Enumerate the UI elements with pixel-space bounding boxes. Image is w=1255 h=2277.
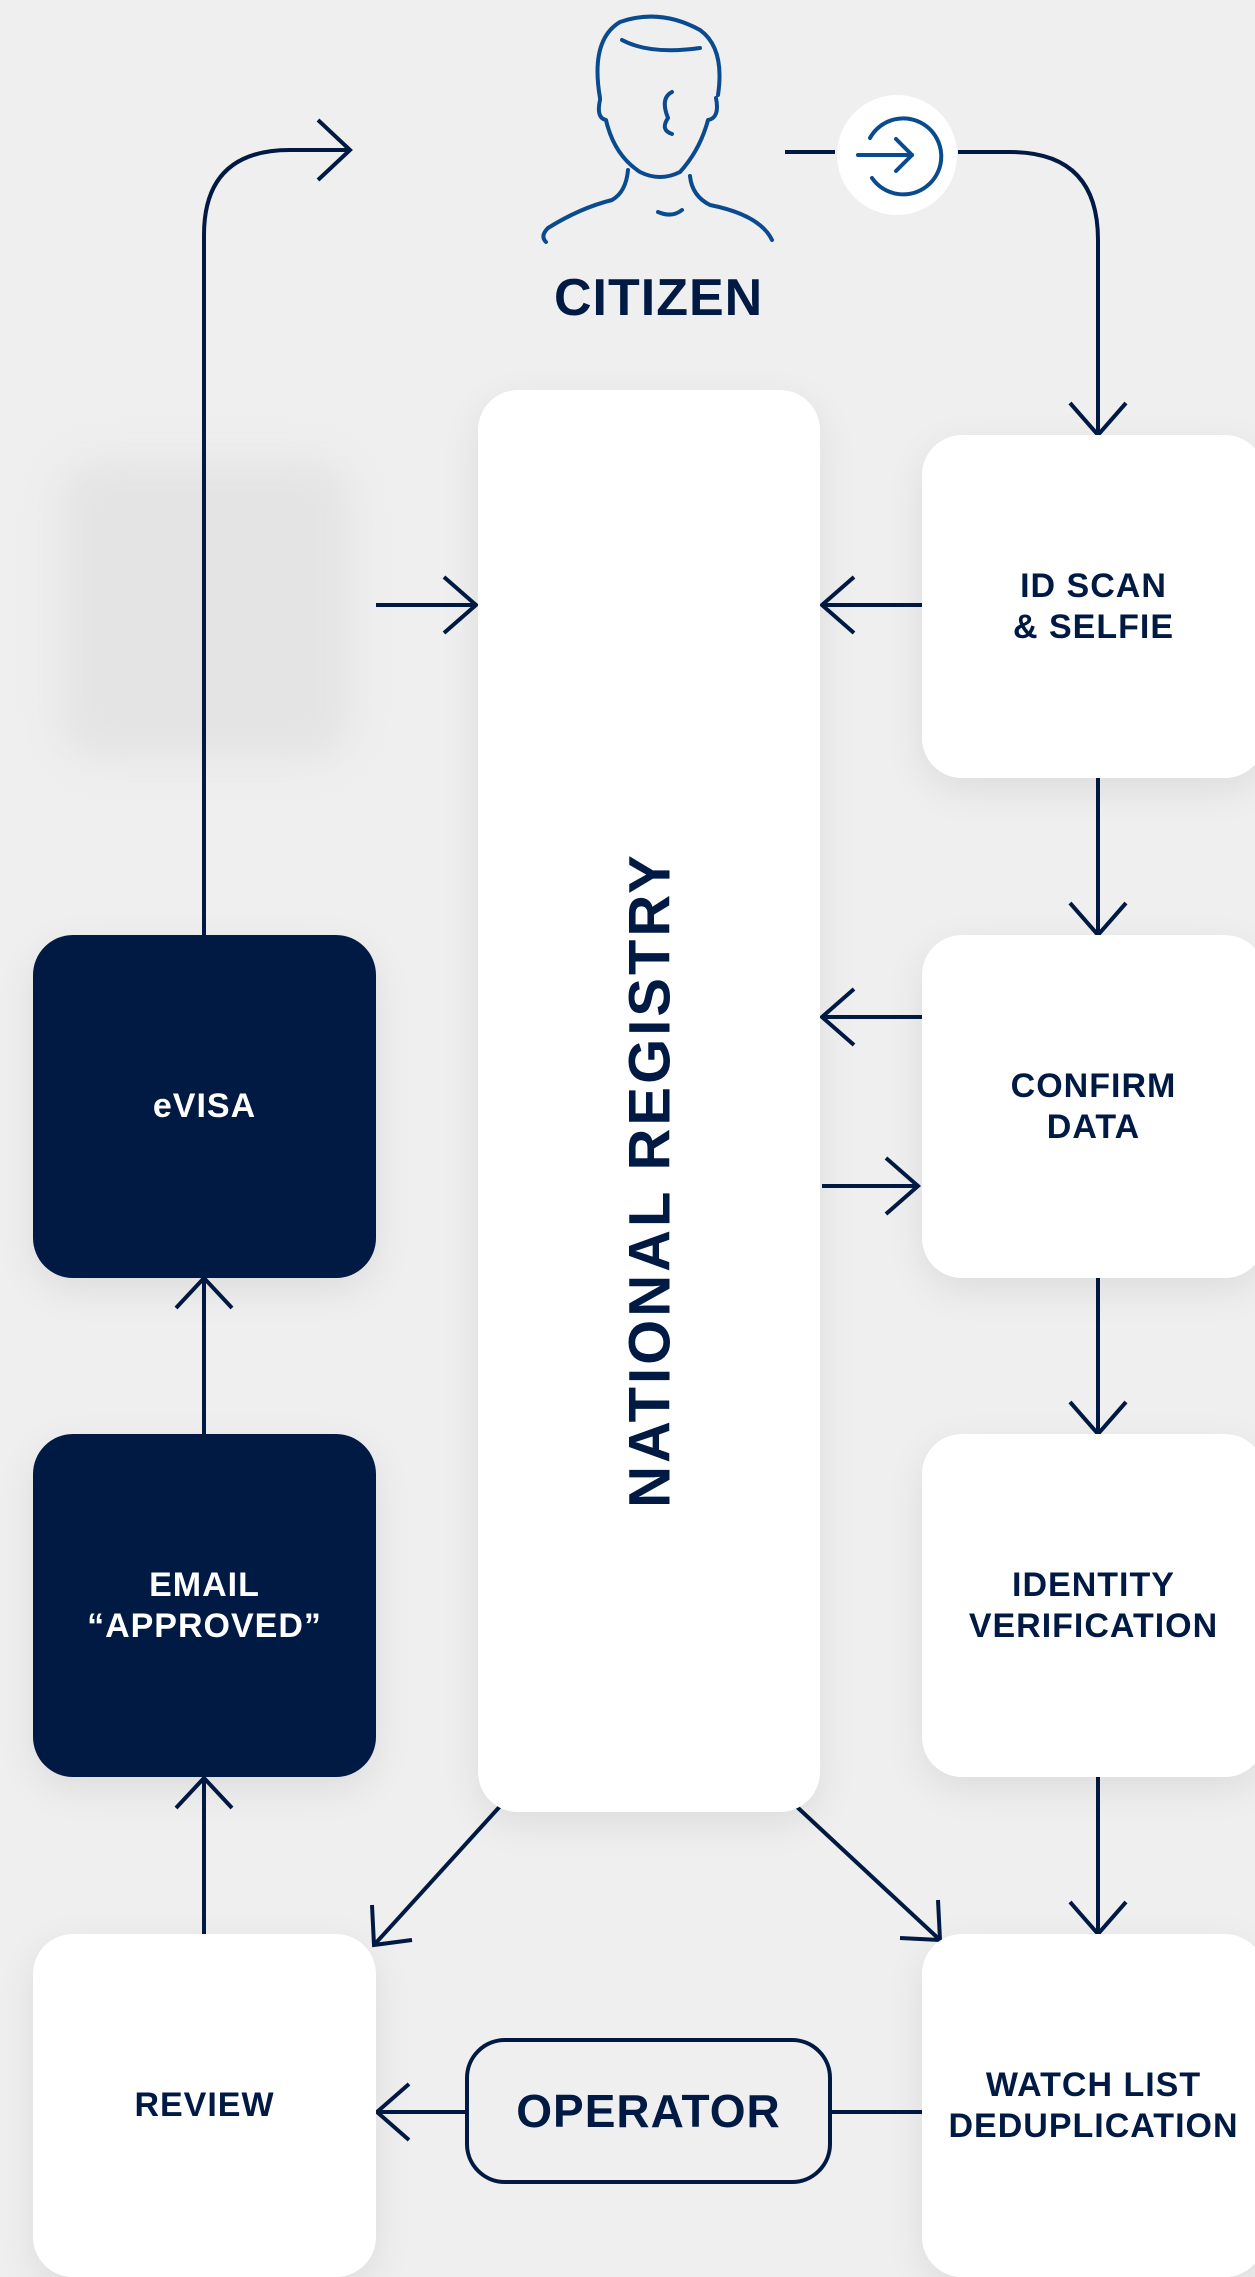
arrowhead-confirm-to-registry: [818, 987, 856, 1047]
citizen-title: CITIZEN: [554, 269, 764, 327]
step-id-scan: ID SCAN & SELFIE: [922, 435, 1255, 778]
step-review: REVIEW: [33, 1934, 376, 2277]
step-review-label: REVIEW: [134, 2086, 275, 2125]
login-arrow-icon: [837, 95, 957, 215]
step-identity-verification-label: IDENTITY VERIFICATION: [968, 1565, 1219, 1645]
arrowhead-to-citizen: [316, 118, 353, 182]
step-email-approved-label: EMAIL “APPROVED”: [87, 1565, 322, 1645]
arrowhead-to-review: [373, 2082, 411, 2142]
step-identity-verification: IDENTITY VERIFICATION: [922, 1434, 1255, 1777]
step-email-approved: EMAIL “APPROVED”: [33, 1434, 376, 1777]
step-watch-list: WATCH LIST DEDUPLICATION: [922, 1934, 1255, 2277]
step-confirm-data: CONFIRM DATA: [922, 935, 1255, 1278]
arrowhead-to-evisa: [174, 1275, 234, 1310]
person-outline-icon: [541, 14, 774, 244]
national-registry-label: NATIONAL REGISTRY: [617, 852, 683, 1508]
national-registry-box: [478, 390, 820, 1812]
connector-registry-to-review: [372, 1801, 505, 1947]
step-id-scan-label: ID SCAN & SELFIE: [1012, 566, 1175, 646]
step-confirm-data-label: CONFIRM DATA: [1010, 1066, 1177, 1146]
connector-evisa-to-citizen: [202, 148, 350, 935]
arrowhead-to-review-diag: [370, 1904, 413, 1948]
connector-registry-to-watchlist: [794, 1804, 942, 1942]
arrowhead-idscan-to-registry: [818, 575, 856, 635]
step-evisa-label: eVISA: [152, 1087, 257, 1126]
step-watch-list-label: WATCH LIST DEDUPLICATION: [948, 2065, 1239, 2145]
connector-login-to-idscan: [958, 150, 1100, 435]
operator-label: OPERATOR: [516, 2085, 781, 2137]
step-evisa: eVISA: [33, 935, 376, 1278]
arrowhead-to-email: [174, 1775, 234, 1810]
arrowhead-registry-to-confirm: [884, 1156, 922, 1216]
operator-box: OPERATOR: [465, 2038, 832, 2184]
arrowhead-into-registry: [442, 575, 480, 635]
